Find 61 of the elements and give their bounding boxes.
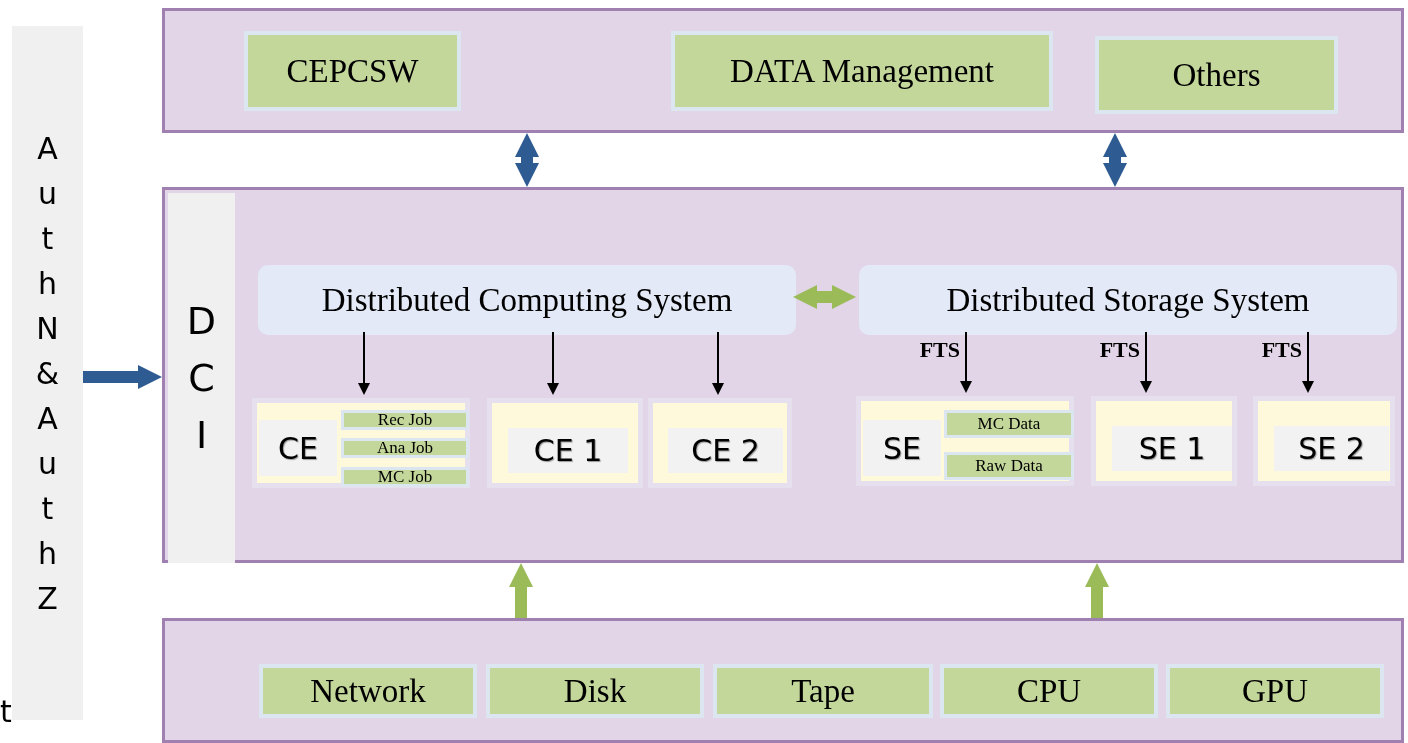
element-card [1253, 396, 1395, 486]
element-title: SE 1 [1112, 426, 1232, 471]
arrow [358, 331, 370, 395]
node-label: Distributed Storage System [946, 281, 1310, 319]
double-arrow [793, 285, 856, 309]
module-box [1095, 36, 1338, 114]
system-box [859, 265, 1397, 335]
node-label: CPU [1016, 672, 1082, 710]
element-title: CE 2 [668, 428, 783, 473]
module-box [940, 664, 1158, 718]
module-box [713, 664, 933, 718]
module-box [259, 664, 477, 718]
arrow [547, 331, 559, 395]
node-label: Network [310, 672, 426, 710]
layer-panel [162, 618, 1404, 743]
node-label: DATA Management [729, 52, 995, 90]
sub-box [341, 438, 469, 458]
node-label: Rec Job [377, 410, 433, 430]
arrow [1140, 331, 1152, 393]
module-box [244, 31, 461, 111]
node-label: AuthN&AuthZ [35, 129, 60, 618]
arrow [1085, 563, 1109, 618]
element-title: CE [259, 420, 337, 476]
element-card [487, 398, 643, 488]
sub-box [944, 410, 1074, 438]
element-title: CE 1 [508, 428, 628, 473]
element-card [1091, 396, 1237, 486]
node-label: Raw Data [975, 456, 1043, 476]
element-card [856, 396, 1074, 486]
layer-panel [162, 8, 1404, 133]
node-label: Others [1172, 56, 1261, 94]
sub-box [944, 452, 1074, 480]
arrow [1302, 331, 1314, 393]
node-label: MC Job [377, 467, 433, 487]
node-label: Ana Job [376, 438, 434, 458]
element-title: SE [863, 420, 941, 476]
module-box [671, 31, 1053, 111]
node-label: MC Data [977, 414, 1041, 434]
module-box [1166, 664, 1384, 718]
arrow [960, 331, 972, 393]
node-label: Disk [563, 672, 627, 710]
node-label: Tape [791, 672, 855, 710]
element-card [648, 398, 792, 488]
text-fragment: t [0, 697, 12, 727]
sub-box [341, 467, 469, 487]
system-box [258, 265, 796, 335]
arrow [509, 563, 533, 618]
double-arrow [515, 133, 539, 187]
node-label: Distributed Computing System [321, 281, 733, 319]
sub-box [341, 410, 469, 430]
node-label: GPU [1242, 672, 1308, 710]
double-arrow [1103, 133, 1127, 187]
arrow [712, 331, 724, 395]
element-card [252, 398, 470, 488]
auth-bar [12, 26, 83, 720]
element-title: SE 2 [1274, 426, 1389, 471]
layer-panel [162, 187, 1404, 563]
node-label: CEPCSW [286, 52, 419, 90]
layer-title: DCI [168, 193, 235, 563]
arrow [83, 365, 162, 389]
module-box [486, 664, 704, 718]
